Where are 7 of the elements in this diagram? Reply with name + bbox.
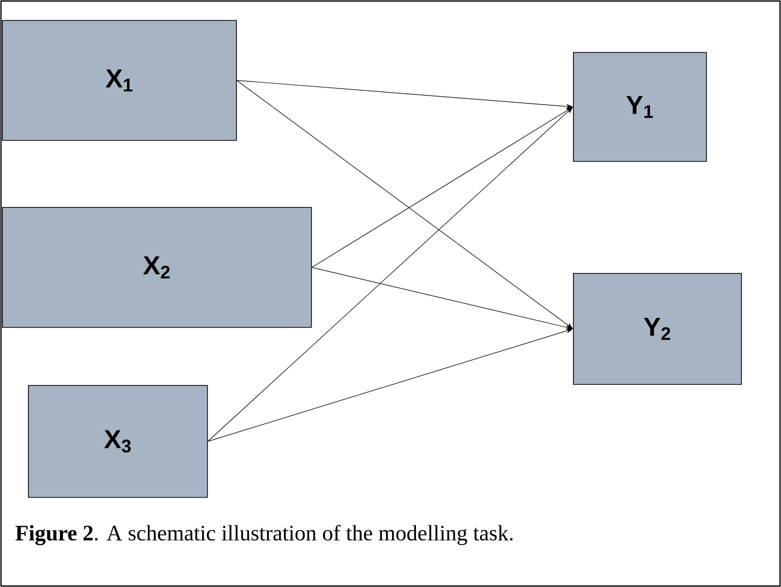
arrow (236, 80, 573, 329)
variable-box: Y$_{2}$ (573, 273, 742, 385)
caption: Figure 2. A schematic illustration of the modelling task. (16, 524, 513, 546)
variable-box: X$_{1}$ (2, 20, 237, 141)
variable-box: Y$_{1}$ (573, 52, 707, 162)
variable-box: X$_{2}$ (2, 207, 312, 328)
variable-box: X$_{3}$ (28, 385, 208, 498)
